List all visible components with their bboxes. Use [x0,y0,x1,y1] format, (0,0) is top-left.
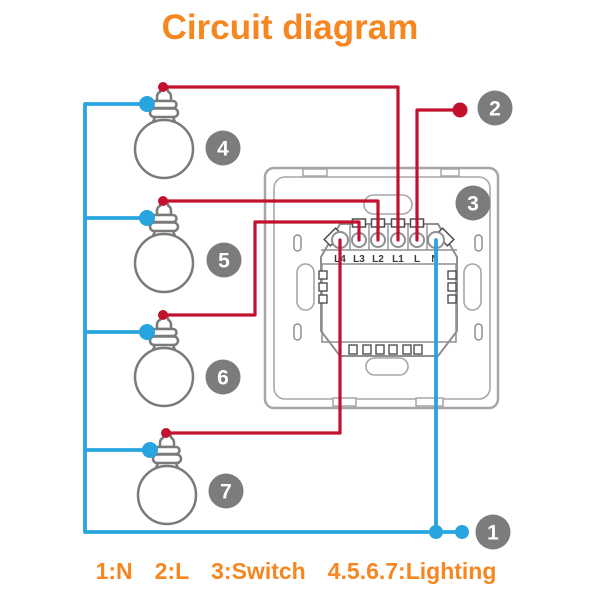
badge-6-label: 6 [217,367,229,390]
switch-edge-tabs [302,168,460,407]
badge-4: 4 [205,130,241,166]
wire-live-in-to-L [415,108,462,242]
neutral-connection-dots [139,96,469,539]
wire-live-bulb5-to-L2 [161,199,380,242]
legend-item-neutral: 1:N [95,558,133,584]
terminal-label-L3: L3 [353,254,365,265]
switch-inner-frame [273,176,491,400]
live-wires [161,85,462,435]
neutral-wires [83,102,464,534]
wall-switch: L4 L3 L2 L1 L N [263,166,500,410]
frame-clip-slots [293,234,483,341]
neutral-dot-point1 [455,525,469,539]
neutral-dot-bulb4 [139,96,155,112]
badge-6: 6 [205,359,241,395]
badge-5-label: 5 [218,250,230,273]
badge-4-label: 4 [217,138,229,161]
badge-3-label: 3 [467,193,479,216]
live-dot-bulb4 [158,82,168,92]
badge-7-label: 7 [220,481,232,504]
neutral-dot-bulb6 [139,324,155,340]
plate-bottom-contacts [348,344,423,355]
live-dot-bulb6 [158,310,168,320]
wire-live-bulb6-to-L3 [161,220,361,317]
live-dot-bulb5 [158,196,168,206]
terminal-label-L1: L1 [392,254,404,265]
legend-item-switch: 3:Switch [211,558,306,584]
terminal-label-L: L [414,254,420,265]
badge-3: 3 [455,185,491,221]
neutral-dot-bulb7 [142,442,158,458]
badge-5: 5 [206,242,242,278]
terminal-dividers [349,225,428,250]
neutral-dot-bulb5 [139,210,155,226]
badge-1: 1 [475,514,511,550]
wire-neutral-bus [83,102,464,534]
badge-2-label: 2 [489,98,501,121]
neutral-dot-bus-junction [429,525,443,539]
wallbox-screw-slots [296,194,482,376]
live-dot-bulb7 [161,428,171,438]
wire-live-bulb4-to-L1 [161,85,400,242]
badges: 1 2 3 4 5 6 7 [205,90,513,550]
badge-7: 7 [208,473,244,509]
badge-2: 2 [477,90,513,126]
live-dot-point2 [452,102,468,118]
legend-item-live: 2:L [154,558,190,584]
badge-1-label: 1 [487,522,499,545]
terminal-label-L2: L2 [372,254,384,265]
plate-side-contacts [318,270,457,304]
live-connection-dots [158,82,468,438]
legend-item-lighting: 4.5.6.7:Lighting [327,558,497,584]
wire-live-bulb7-to-L4 [164,238,342,435]
page-title: Circuit diagram [161,8,419,47]
legend: 1:N 2:L 3:Switch 4.5.6.7:Lighting [0,558,592,585]
